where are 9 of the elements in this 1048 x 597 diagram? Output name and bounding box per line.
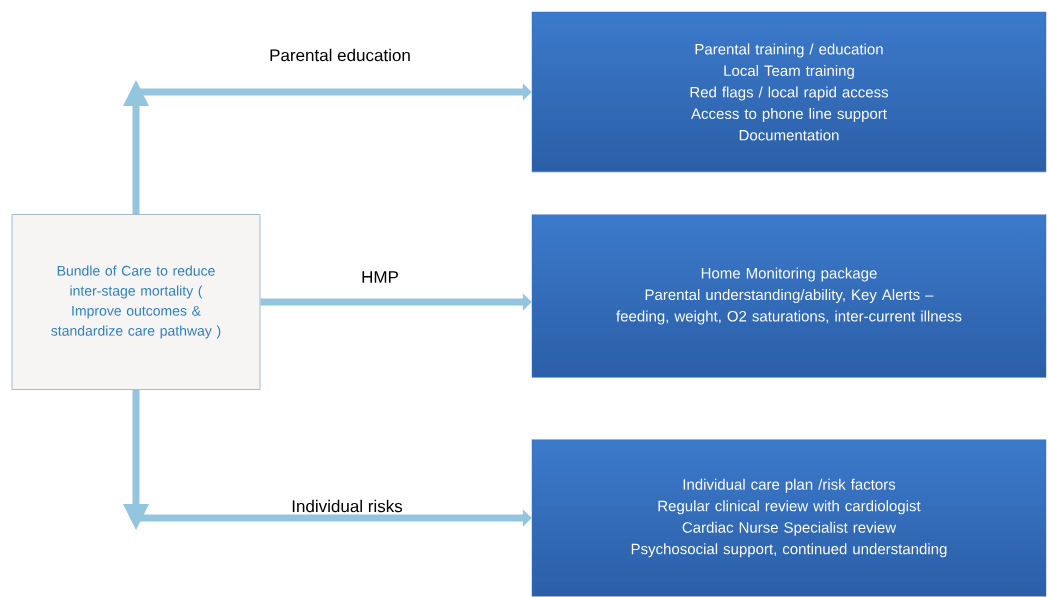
content-box: Home Monitoring package Parental understanding/ability, Key Alerts – feeding, weight, O2 saturations, inter-current illness <box>531 214 1047 378</box>
edge-label: HMP <box>362 271 398 283</box>
content-box: Parental training / education Local Team training Red flags / local rapid access Access to phone line support Documentation <box>531 11 1047 173</box>
arrow <box>123 80 532 215</box>
edge-label: Individual risks <box>292 499 403 513</box>
content-box: Individual care plan /risk factors Regular clinical review with cardiologist Cardiac Nurse Specialist review Psychosocial support, continued understanding <box>531 439 1047 597</box>
edge-label: Parental education <box>270 48 410 62</box>
bundle-box: Bundle of Care to reduce inter-stage mortality ( Improve outcomes & standardize care pathway ) <box>11 214 261 390</box>
arrow <box>123 389 532 530</box>
